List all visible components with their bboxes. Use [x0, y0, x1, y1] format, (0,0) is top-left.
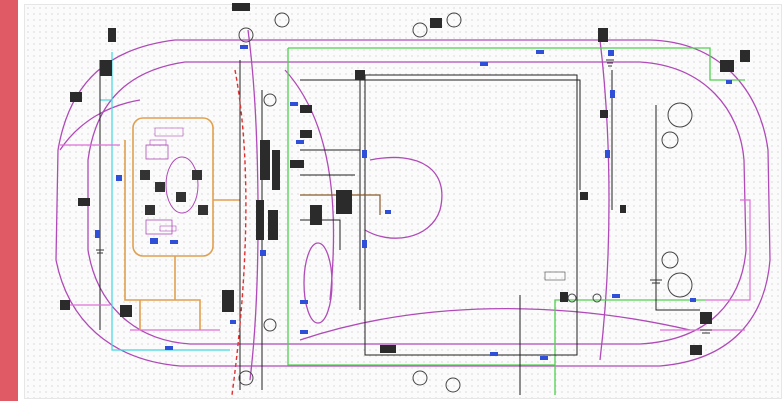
connector-icon: [310, 205, 322, 225]
green-harness: [287, 47, 745, 395]
lamp-icon: [446, 12, 462, 28]
connector-icon: [720, 60, 734, 72]
right-door-line: [599, 39, 610, 361]
lamp-icon: [661, 251, 679, 269]
lamp-icon: [661, 131, 679, 149]
outer-body-path: [55, 39, 771, 367]
lamp-icon: [412, 370, 428, 386]
connector-icon: [108, 28, 116, 42]
blue-connector-tags: [95, 45, 732, 360]
connector-icon: [700, 312, 712, 324]
connector-blocks: [60, 3, 750, 355]
left-module-internals: [140, 144, 208, 244]
connector-icon: [260, 140, 270, 180]
connector-icon: [380, 345, 396, 353]
connector-icon: [430, 18, 442, 28]
oval-module: [303, 242, 333, 324]
lamp-icon: [263, 318, 277, 332]
connector-icon: [620, 205, 626, 213]
connector-icon: [232, 3, 250, 11]
ground-symbols: [96, 59, 712, 334]
cabin-rectangle: [364, 74, 578, 356]
connector-icon: [336, 190, 352, 214]
lamp-icon: [238, 370, 254, 386]
connector-icon: [290, 160, 304, 168]
ground-icon: [606, 59, 614, 67]
ground-point-label-box: [544, 271, 566, 281]
lamp-icon: [667, 272, 693, 298]
lamp-icon: [667, 102, 693, 128]
lamp-circles: [238, 12, 693, 393]
connector-icon: [268, 210, 278, 240]
connector-icon: [272, 150, 280, 190]
connector-icon: [560, 292, 568, 302]
lamp-icon: [263, 93, 277, 107]
connector-icon: [580, 192, 588, 200]
connector-icon: [355, 70, 365, 80]
module-label-boxes: [149, 127, 184, 232]
accent-bar: [0, 0, 18, 401]
ground-icon: [700, 329, 712, 334]
connector-icon: [598, 28, 608, 42]
orange-module-box: [132, 117, 214, 257]
inner-body-path: [87, 61, 747, 345]
lamp-icon: [445, 377, 461, 393]
connector-icon: [222, 290, 234, 312]
connector-icon: [60, 300, 70, 310]
cyan-harness: [100, 52, 230, 351]
lower-arc: [299, 307, 691, 341]
lamp-icon: [412, 22, 428, 38]
roof-inner-curve: [364, 156, 443, 239]
ground-icon: [96, 249, 104, 254]
lamp-icon: [274, 12, 290, 28]
connector-icon: [78, 198, 90, 206]
car-body-outline: [55, 29, 771, 381]
red-dashed-harness: [231, 69, 247, 396]
connector-icon: [70, 92, 82, 102]
connector-icon: [120, 305, 132, 317]
ground-icon: [650, 279, 662, 284]
lamp-icon: [567, 293, 577, 303]
connector-icon: [256, 200, 264, 240]
connector-icon: [690, 345, 702, 355]
black-wiring: [99, 60, 700, 395]
orange-harness: [124, 117, 240, 330]
connector-icon: [740, 50, 750, 62]
lamp-icon: [238, 27, 254, 43]
connector-icon: [300, 130, 312, 138]
connector-icon: [100, 60, 112, 76]
hood-curve-path: [59, 99, 141, 151]
lamp-icon: [592, 293, 602, 303]
connector-icon: [300, 105, 312, 113]
connector-icon: [600, 110, 608, 118]
windshield-curve: [284, 69, 335, 301]
